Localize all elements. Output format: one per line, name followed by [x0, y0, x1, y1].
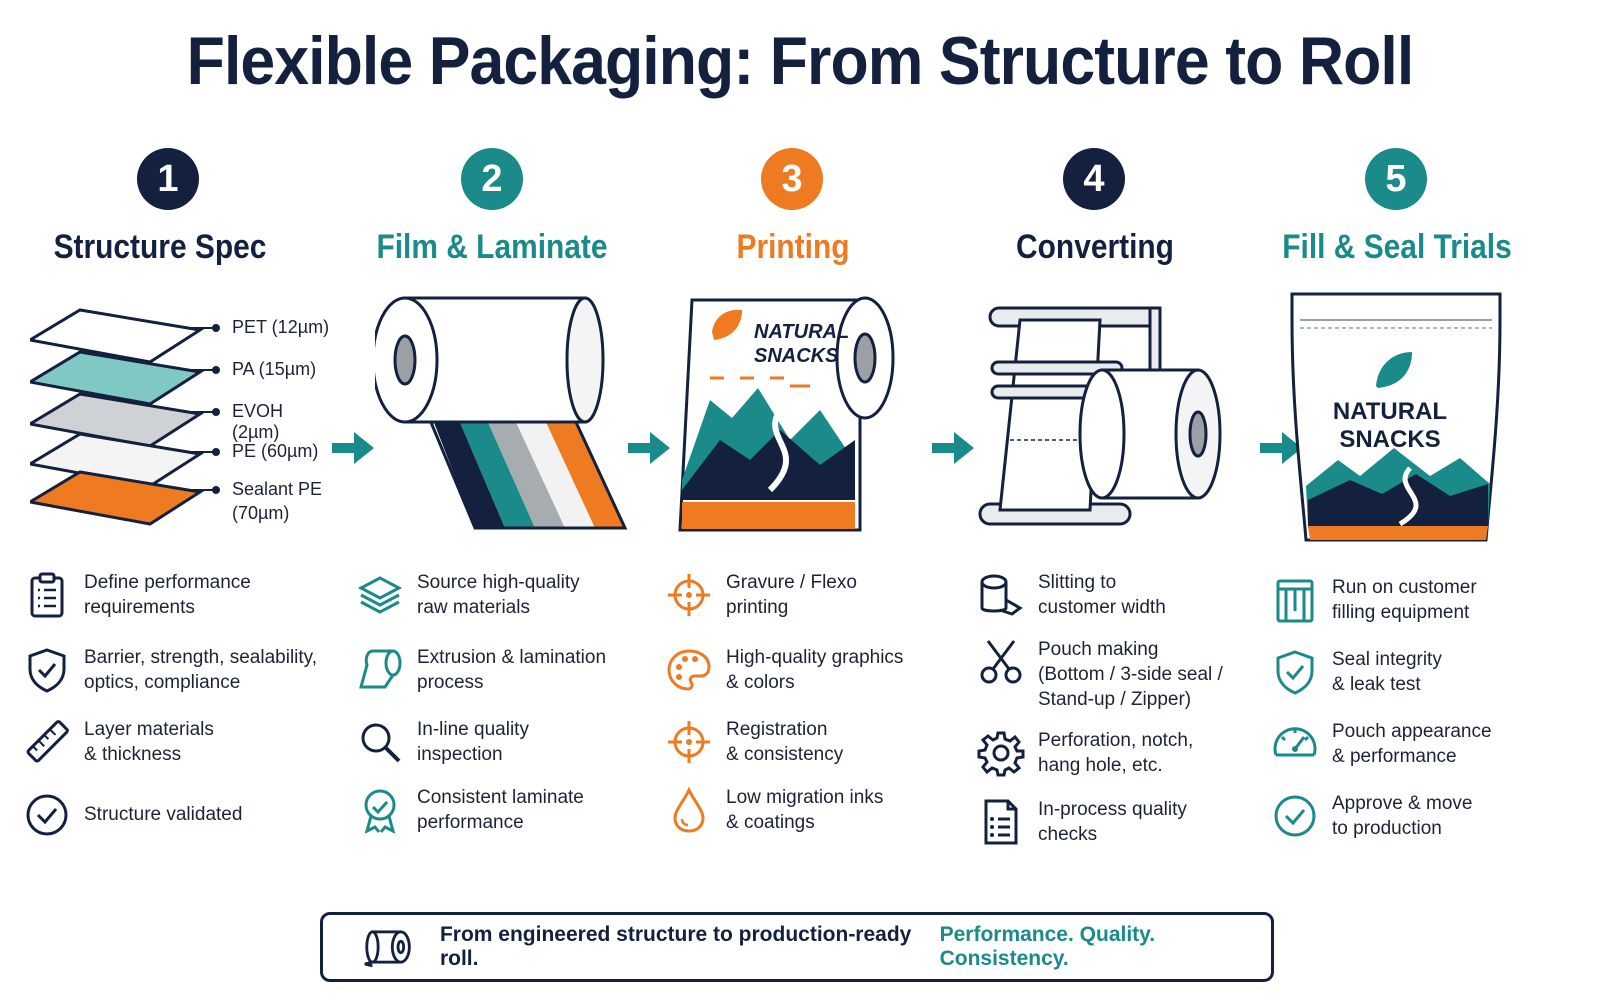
heading-film-laminate: Film & Laminate	[376, 228, 608, 266]
film-roll-illustration	[375, 296, 628, 530]
heading-converting: Converting	[1016, 228, 1174, 266]
step-item: Pouch appearance& performance	[1270, 719, 1492, 769]
layer-label-pe: PE (60µm)	[232, 441, 319, 461]
layer-stack-illustration	[30, 308, 220, 526]
printed-roll-illustration	[678, 296, 895, 532]
arrow-right-icon	[1260, 432, 1302, 464]
gauge-icon	[1273, 727, 1317, 757]
palette-icon	[667, 649, 711, 691]
shield-check-icon	[28, 648, 66, 693]
standup-pouch-illustration	[1290, 292, 1502, 542]
heading-fill-seal-trials: Fill & Seal Trials	[1282, 228, 1512, 266]
converting-machine-illustration	[978, 306, 1222, 526]
step-item: Layer materials& thickness	[22, 717, 214, 767]
step-number-5: 5	[1365, 148, 1427, 210]
step-item: Pouch making(Bottom / 3-side seal /Stand…	[976, 637, 1223, 712]
registration-icon	[668, 721, 710, 763]
step-item: Seal integrity& leak test	[1270, 647, 1442, 697]
step-item: High-quality graphics& colors	[664, 645, 903, 695]
shield-check-icon	[1276, 650, 1314, 695]
crosshair-icon	[668, 574, 710, 616]
arrow-right-icon	[932, 432, 974, 464]
checklist-doc-icon	[984, 799, 1018, 845]
layers-icon	[357, 576, 403, 614]
step-number-1: 1	[137, 148, 199, 210]
arrow-right-icon	[332, 432, 374, 464]
layer-label-evoh: EVOH (2µm)	[232, 401, 284, 442]
arrow-right-icon	[628, 432, 670, 464]
award-badge-icon	[364, 789, 396, 834]
step-item: Registration& consistency	[664, 717, 843, 767]
clipboard-icon	[30, 572, 64, 618]
layer-label-sealant-thickness: (70µm)	[232, 503, 290, 523]
slitting-roll-icon	[980, 574, 1023, 616]
step-number-4: 4	[1063, 148, 1125, 210]
scissors-icon	[980, 640, 1022, 684]
layer-label-sealant: Sealant PE	[232, 479, 323, 499]
footer-text: From engineered structure to production-…	[439, 923, 912, 970]
step-item: Barrier, strength, sealability,optics, c…	[22, 645, 317, 695]
heading-structure-spec: Structure Spec	[53, 228, 267, 266]
filling-machine-icon	[1276, 579, 1314, 623]
ink-drop-icon	[673, 786, 705, 833]
film-roll-icon	[359, 649, 402, 689]
step-number-2: 2	[461, 148, 523, 210]
gear-icon	[977, 731, 1025, 777]
step-number-3: 3	[761, 148, 823, 210]
page-title: Flexible Packaging: From Structure to Ro…	[186, 23, 1415, 99]
roll-icon	[364, 930, 411, 968]
heading-printing: Printing	[736, 228, 850, 266]
step-item: Low migration inks& coatings	[664, 785, 883, 835]
footer-banner: From engineered structure to production-…	[320, 912, 1274, 982]
check-circle-icon	[1274, 795, 1316, 837]
magnifier-icon	[361, 723, 401, 763]
check-circle-icon	[26, 794, 68, 836]
footer-accent: Performance. Quality. Consistency.	[939, 923, 1156, 970]
step-item: Perforation, notch,hang hole, etc.	[976, 728, 1193, 778]
ruler-icon	[26, 720, 69, 763]
step-item: Structure validated	[22, 790, 242, 840]
layer-label-pet: PET (12µm)	[232, 317, 330, 337]
layer-label-pa: PA (15µm)	[232, 359, 317, 379]
